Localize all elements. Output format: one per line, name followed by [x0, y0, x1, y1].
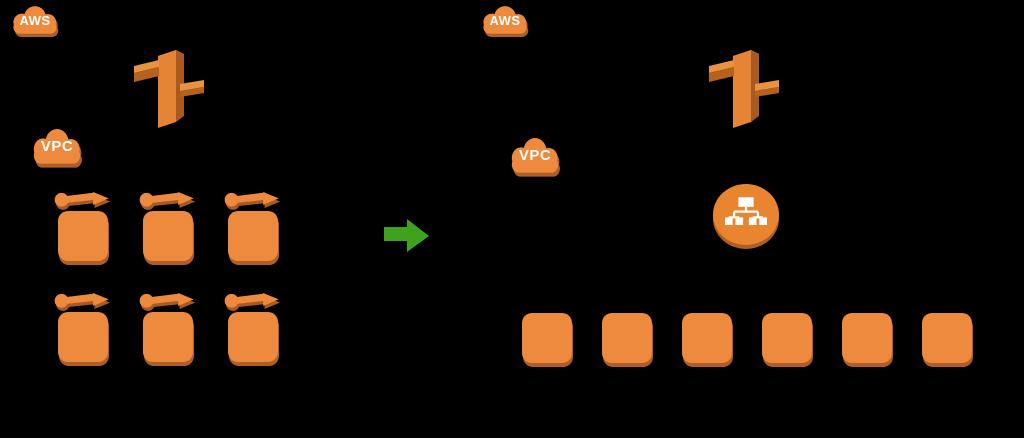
ec2-instance-with-eip	[52, 192, 116, 261]
transition-arrow-icon	[384, 219, 430, 253]
cloud-shape	[33, 129, 82, 168]
elastic-ip-icon	[52, 293, 116, 315]
vpc-cloud-icon: VPC	[28, 125, 86, 169]
network-tree-glyph	[725, 197, 767, 225]
ec2-instance-with-eip	[137, 192, 201, 261]
ec2-instance-icon	[522, 313, 572, 363]
ec2-instance-with-eip	[52, 293, 116, 362]
cloud-shape	[13, 6, 59, 37]
ec2-instance-icon	[228, 211, 278, 261]
elastic-ip-icon	[137, 293, 201, 315]
ec2-instance-icon	[58, 211, 108, 261]
ec2-instance-with-eip	[137, 293, 201, 362]
ec2-instance-icon	[228, 312, 278, 362]
elastic-ip-icon	[222, 293, 286, 315]
elastic-ip-icon	[222, 192, 286, 214]
vpc-cloud-label: VPC	[40, 137, 74, 155]
aws-cloud-icon: AWS	[478, 3, 532, 38]
eip-instance-grid	[52, 192, 288, 362]
internet-gateway-icon	[134, 46, 204, 132]
elastic-ip-icon	[137, 192, 201, 214]
aws-cloud-icon: AWS	[8, 3, 62, 38]
ec2-instance-with-eip	[222, 192, 286, 261]
ec2-instance-icon	[842, 313, 892, 363]
ec2-instance-with-eip	[222, 293, 286, 362]
ec2-instance-row	[522, 313, 972, 363]
ec2-instance-icon	[762, 313, 812, 363]
ec2-instance-icon	[58, 312, 108, 362]
elastic-ip-icon	[52, 192, 116, 214]
vpc-cloud-label: VPC	[518, 146, 552, 164]
internet-gateway-icon	[709, 46, 779, 132]
ec2-instance-icon	[602, 313, 652, 363]
nat-gateway-icon	[713, 184, 779, 245]
ec2-instance-icon	[143, 312, 193, 362]
ec2-instance-icon	[143, 211, 193, 261]
aws-cloud-label: AWS	[489, 12, 521, 28]
cloud-shape	[511, 138, 560, 177]
ec2-instance-icon	[922, 313, 972, 363]
cloud-shape	[483, 6, 529, 37]
ec2-instance-icon	[682, 313, 732, 363]
aws-cloud-label: AWS	[19, 12, 51, 28]
vpc-cloud-icon: VPC	[506, 134, 564, 178]
